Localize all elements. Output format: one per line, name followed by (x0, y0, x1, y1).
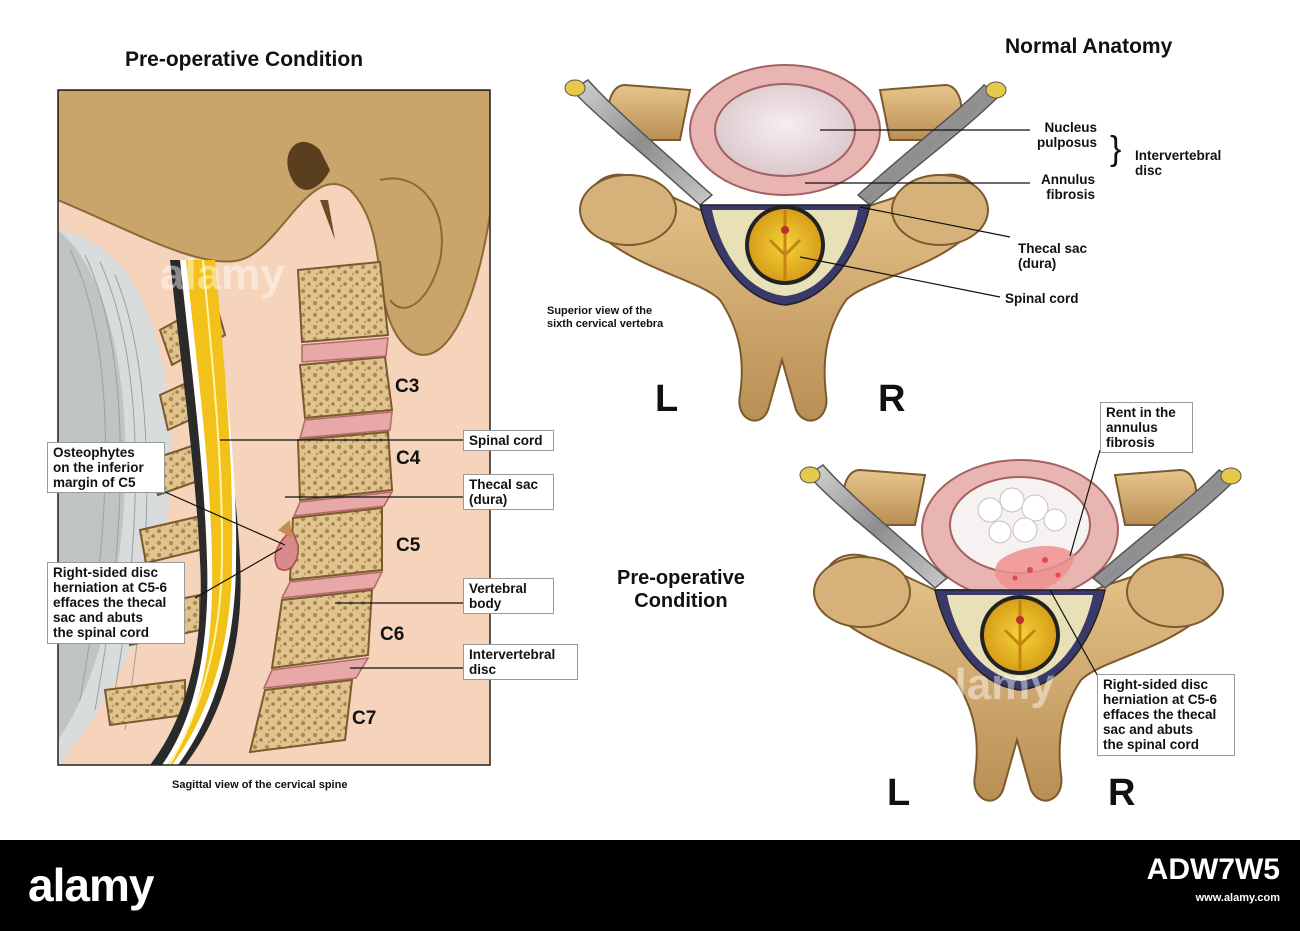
preop-axial-title: Pre-operative Condition (617, 567, 745, 612)
brace: } (1110, 130, 1122, 168)
level-c6: C6 (380, 624, 405, 645)
label-rent: Rent in the annulus fibrosis (1100, 402, 1193, 454)
level-c7: C7 (352, 708, 377, 729)
watermark: alamy (160, 250, 285, 299)
sagittal-panel (58, 90, 490, 765)
label-normal-spinal-cord: Spinal cord (1005, 291, 1079, 306)
preop-right-marker: R (1108, 772, 1136, 814)
normal-left-marker: L (655, 378, 679, 420)
discs (262, 337, 394, 689)
label-osteophytes: Osteophytes on the inferior margin of C5 (47, 442, 165, 494)
label-spinal-cord: Spinal cord (463, 430, 554, 452)
label-normal-thecal-sac: Thecal sac (dura) (1018, 241, 1088, 272)
left-panel-title: Pre-operative Condition (125, 48, 364, 71)
normal-right-marker: R (878, 378, 906, 420)
sagittal-caption: Sagittal view of the cervical spine (172, 779, 348, 791)
level-c4: C4 (396, 448, 421, 469)
label-annulus-fibrosis: Annulus fibrosis (1041, 172, 1095, 203)
label-thecal-sac: Thecal sac (dura) (463, 474, 554, 511)
label-vertebral-body: Vertebral body (463, 578, 554, 615)
medical-illustration (57, 64, 1242, 802)
watermark: alamy (930, 660, 1055, 709)
image-id: ADW7W5 (1146, 853, 1280, 886)
label-sagittal-herniation: Right-sided disc herniation at C5-6 effa… (47, 562, 185, 644)
label-preop-herniation: Right-sided disc herniation at C5-6 effa… (1097, 674, 1235, 756)
level-c3: C3 (395, 376, 420, 397)
normal-leaders (799, 129, 1030, 298)
alamy-logo: alamy (28, 859, 154, 911)
stock-footer: alamy ADW7W5 www.alamy.com (0, 840, 1300, 931)
label-intervertebral-disc: Intervertebral disc (463, 644, 578, 681)
sagittal-leaders (164, 439, 463, 669)
label-intervertebral-disc-group: Intervertebral disc (1135, 148, 1222, 179)
level-c5: C5 (396, 535, 421, 556)
preop-vertebra (799, 459, 1242, 802)
label-nucleus-pulposus: Nucleus pulposus (1037, 120, 1097, 151)
normal-anatomy-title: Normal Anatomy (1005, 35, 1173, 58)
site-url: www.alamy.com (1195, 891, 1280, 904)
vertebral-bodies (248, 260, 394, 754)
normal-vertebra (564, 64, 1007, 422)
normal-caption: Superior view of the sixth cervical vert… (547, 305, 664, 331)
preop-leaders (1049, 449, 1101, 681)
preop-left-marker: L (887, 772, 911, 814)
footer-credit: ADW7W5 www.alamy.com (1147, 850, 1280, 905)
